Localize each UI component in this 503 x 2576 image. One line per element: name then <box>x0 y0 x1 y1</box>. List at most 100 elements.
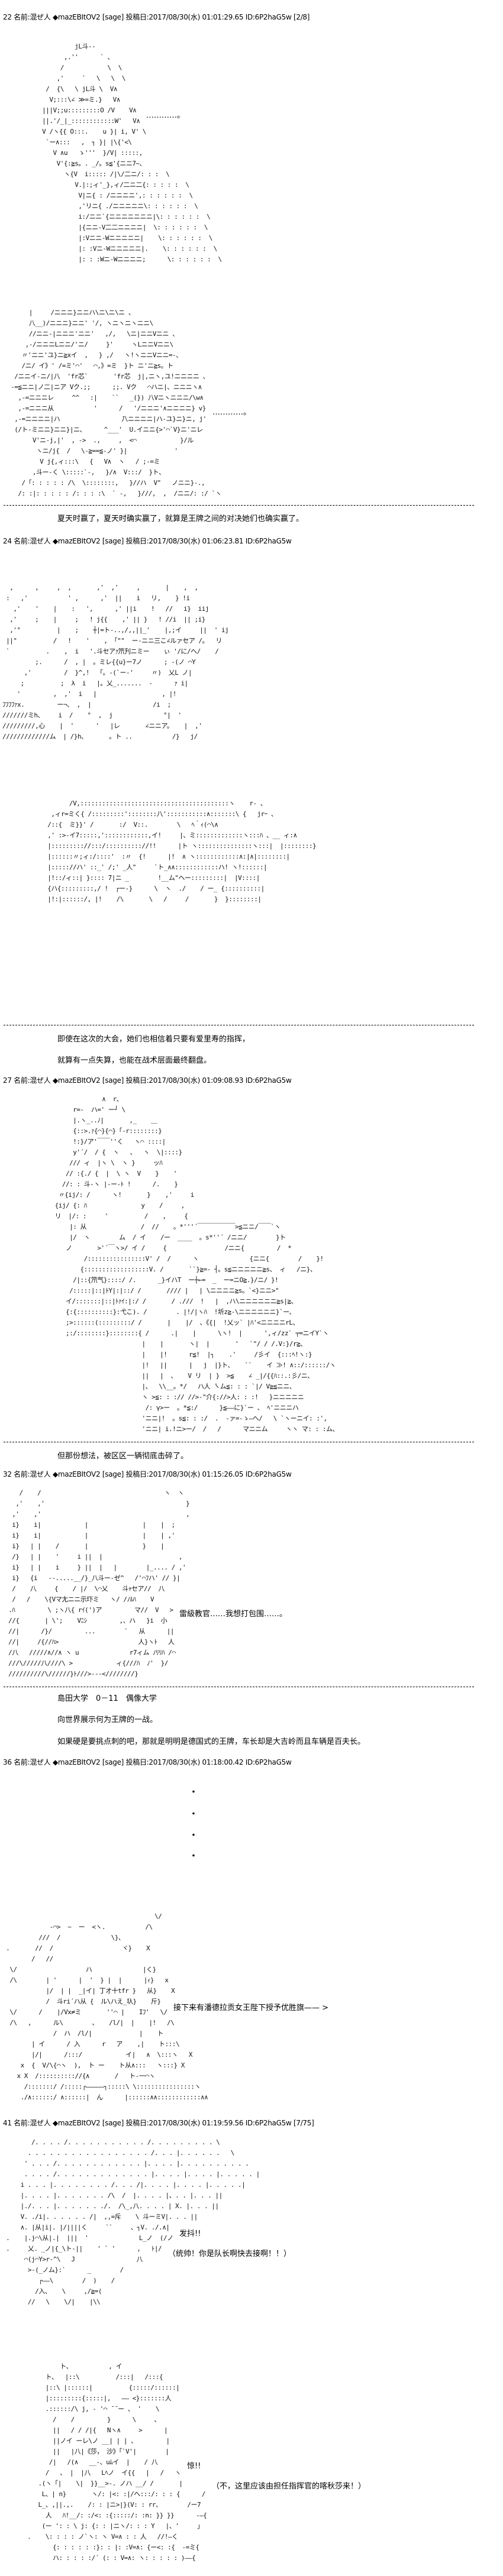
ascii-art-line: ,' ; | ; ! j{{ ,' || } ! //i || ;i} <box>2 616 205 623</box>
ascii-art-line: /八 /////∧//∧ ヽ u r7ィム ﾉﾘﾘﾊ /⌒ <box>5 1649 176 1656</box>
post-header-24: 24 名前:混ぜ人 ◆mazEBItOV2 [sage] 投稿日:2017/08… <box>3 537 292 545</box>
ascii-art-line: |/| /:::/ イ| ∧ \:::ヽ X <box>2 2051 193 2059</box>
ascii-art-line: |!::/ィ::| }:::: ̄7|ニ _ !__ム"ヘー:::::::::|… <box>40 874 260 882</box>
ascii-art-line: // :{./ { | \ ヽ V } ' <box>37 1170 178 1177</box>
dialog-line: 就算有一点失算，也能在战术层面最终翻盘。 <box>57 1056 212 1065</box>
ascii-art-line: , , , , ,' ,' , | , , <box>2 584 198 591</box>
ascii-art: ∧ r、 r=- ハ=' ー┘ \ |.ヽ_..ﾉ| ,_ ＿ {::>.ｧ{⌒… <box>37 1094 339 1435</box>
ascii-art-line: V'ニ-j,|' , -> ., , <⌒ }/ル <box>7 436 194 444</box>
ellipsis-dot: ・ <box>189 1810 198 1819</box>
ascii-art-line: |:::::::::{:::::|, ―― <}:::::::人 <box>24 2394 172 2402</box>
ascii-art-line: |. . . . |. . . . . . . /\ / |. . . . |、… <box>2 2192 223 2199</box>
ascii-art-line: {::>.ｧ{⌒}{⌒}「‐r::::::::} <box>37 1127 162 1135</box>
ascii-art-line: /::::::::::::::::V' / / ヽ {ニニ{ / }! <box>37 1255 324 1263</box>
ascii-art-line: | /ニニニ}ニニハ\ニ\ニ\ニ 、 <box>7 309 135 316</box>
ascii-art-line: r=- ハ=' ー┘ \ <box>37 1106 125 1114</box>
ascii-art-line: i} | | / | } | <box>5 1542 165 1550</box>
post-header-27: 27 名前:混ぜ人 ◆mazEBItOV2 [sage] 投稿日:2017/08… <box>3 1076 292 1085</box>
ascii-art-line: / / } \ 、 <box>24 2416 160 2423</box>
ascii-art: jL斗-- ,.'' ` 、 / \ \ ,' ` \ \ \ / {\ \ j… <box>38 41 222 265</box>
ascii-art-line: /// ィ |ヽ \ ヽ } ッﾊ <box>37 1159 163 1167</box>
ascii-art-line: ,.'' ` 、 <box>38 53 114 61</box>
ascii-art-line: /ニ/ イ》' /=ミ'⌒' ⌒,》=ミ }ト ニ'ニ≧s。ト <box>7 362 173 370</box>
ascii-art-line: |: : :Wニ-Wニニニニ; \: : : : : : \ <box>38 255 222 263</box>
ascii-art-line: //| /}/ ... ` 从 || <box>5 1627 175 1635</box>
ascii-art-line: |、 \\__。*/ ハ人 ̄ヽム≦: : : `|/ V≧≦ニニ、 <box>37 1383 296 1390</box>
ascii-art-line: |{ニニ-V二二ニニニニ| \: : : : : : \ <box>38 224 208 231</box>
post-header-22: 22 名前:混ぜ人 ◆mazEBItOV2 [sage] 投稿日:2017/08… <box>3 13 310 21</box>
ascii-art-line: ┌――\ / ) / <box>2 2277 115 2284</box>
ascii-art-line: ,' ,' , <box>5 1510 190 1518</box>
ellipsis-dot: ・ <box>189 1831 198 1840</box>
ascii-art-line: |::\ |::::::| {:::::/::::::| <box>24 2384 180 2391</box>
ascii-art-line: y'´/ / { ヽ 、 ヽ \|::::} <box>37 1148 182 1156</box>
ascii-art-line: 'ニニ| i.!ニ>ー/ / / マニニム ヽヽ マ: : :ム、 <box>37 1425 339 1433</box>
ascii-art-line: {ij/ {: ﾊ y / , <box>37 1202 185 1209</box>
ascii-art-line: x X /:::::::::://{∧ / ト-一⌒ヽ <box>2 2072 156 2080</box>
ascii-art-line: .(ヽ「| \| }}__>-. ノハ __/ / | <box>24 2480 183 2487</box>
ascii-art-line: ||° / ! ' , 「"" ー-ニニ三こ∠ルァセア /。 リ <box>2 637 222 645</box>
ascii-art-line: /| /(∧ __-、uﾑイ | / 八 <box>24 2458 158 2466</box>
ascii-art-line: -⌒> ~ ー <ヽ. /\ <box>2 1923 153 1931</box>
ascii-art: ト、 , イ ト、 |::\ /:::| /:::{ |::\ |::::::|… <box>24 2361 207 2564</box>
ascii-art: \/ -⌒> ~ ー <ヽ. /\ /// / \}、 . // / ヾ} X … <box>2 1911 208 2103</box>
ascii-art-line: . \: : : : ノ`ヽ: ヽ V=∧ : : 人 //!―く <box>24 2533 178 2541</box>
ascii-art-line: ;>::::::(:::::::::/ / | |/ 、《{| !乂ッ` |ﾊ'… <box>37 1319 299 1326</box>
ascii-art-line: ;. / , | 。ミレ{{u}ー7ノ ; -(ノ ⌒Y <box>2 658 196 666</box>
ascii-art-line: V'{:≧s。. _/。s≦'{ニニ7~、 <box>38 160 146 167</box>
ascii-art-line: /「: : : : : /\ \::::::::, }//ハ V" ノニニ}-.… <box>7 479 205 487</box>
ascii-art-line: /|::{笊气}::::/ /. _}イハT ー┼←= _ ー=ニO≧.}/ニ/… <box>37 1276 279 1284</box>
ascii-art-line: ∧ r、 <box>37 1095 123 1103</box>
ascii-art-line: |::::://ハ' ::_' /;' _人" `ト_∧∧:::::::::::… <box>40 863 267 871</box>
ascii-art-line: ' , ,' i | , |! <box>2 690 176 698</box>
ascii-art-line: V;:::\∠ ≫=ミ.} V∧ <box>38 96 120 103</box>
dialog-line: 向世界展示何为王牌的一战。 <box>57 1716 158 1724</box>
ascii-art-line: |!:|::::::/, |! /\ \ / / } }::::::::| <box>40 895 262 903</box>
ascii-art-line: x { V/\{⌒ヽ ), ト ー ト从∧::: ヽ:::} X <box>2 2062 185 2069</box>
ascii-art-line: / / ヽ ヽ <box>5 1489 184 1497</box>
ascii-art-line: |::::::::://:::/:::::::::://!! |ト ヽ:::::… <box>40 842 317 850</box>
ascii-art-line: .ﾊ \ ;ヽ八{ rｲ(')ア マ// V > <box>5 1606 173 1614</box>
ascii-art-line: ヽニ/j{ / \-≧==≦-ノ' }| ' <box>7 447 178 455</box>
ascii-art-line: |.ヽ_..ﾉ| ,_ ＿ <box>37 1117 157 1124</box>
ascii-art-line: / / \{Vマ尢ニニ示圷ミ ヽ/ /ﾉﾙﾊ V <box>5 1596 154 1603</box>
ascii-art-line: /// / \}、 <box>2 1934 125 1941</box>
aside-text: （不，这里应该由担任指挥官的喀秋莎来！） <box>212 2482 366 2491</box>
ascii-art-line: /::{ ミ}}' / :/ V::. \ ﾍ｀ｨ(⌒\∧ <box>40 821 218 829</box>
ascii-art: /V,:::::::::::::::::::::::::::::::::::::… <box>40 798 316 905</box>
ascii-art-line: / 、 | |八 Lﾍノ イ{{ | / ヽ <box>24 2469 181 2477</box>
ascii-art-line: ,-=ニニニニ|ハ ̄八ニニニニ|ハ-ユ}ニ}ニ, j' <box>7 415 207 423</box>
ascii-art-line: i} | | i } || | | |_.... / ,' <box>5 1564 186 1571</box>
ascii-art-line: //////////\//////}ﾄ///>---<////////} <box>5 1670 138 1678</box>
ascii-art-line: | イ / 入 r ア ,| ト:::\ <box>2 2040 180 2048</box>
ascii-art-line: . . . . . . . . . . . . . . . . . /. . .… <box>2 2149 234 2157</box>
ascii-art-line: 八__)/ニニニ}ニニ' '/, ヽニヽニヽニニ\ <box>7 319 153 327</box>
ascii-art-line: . . . . /. . . . . . . . . . . . . |. . … <box>2 2170 260 2178</box>
ascii-art-line: || / / /|{ Nヽ∧ > | <box>24 2426 168 2434</box>
ascii-art-line: L、| n} ヽ/: |<: :|/へ:::/: : : { / <box>24 2490 206 2498</box>
ascii-art-line: .::::::/\ j, - '⌒ ̄ ̄ ー 、 ' \ <box>24 2405 160 2413</box>
ascii-art-line: i} {i --.....__/}_八斗ー-ゼ^ /'⌒ﾌハ' // }| <box>5 1574 180 1582</box>
ascii-art-line: / {\ \ jL斗 \ V∧ <box>38 85 117 93</box>
ascii-art-line: L_、,||.,. /: : |ニ>|}(V: : rr、 /ー7 <box>24 2501 201 2509</box>
post-header-41: 41 名前:混ぜ人 ◆mazEBItOV2 [sage] 投稿日:2017/08… <box>3 2119 314 2127</box>
ascii-art-line: ハ: : : : :/´ (: : V=∧: ヽ: : : : : )――{ <box>24 2554 196 2562</box>
ascii-art-line: ∧. |从|i|. |/||||く `` 、┐V. ./.∧| <box>2 2224 170 2231</box>
ascii-art-line: | |! r≦! |┐ .' /彡イ {:::ﾍ!ヽ:} <box>37 1351 312 1358</box>
ascii-art-line: i:/ニニ`{ニニニニニニニ|\: : : : : : \ <box>38 213 211 221</box>
ascii-art-line: \/ ハ |く} <box>2 1966 156 1973</box>
ascii-art-line: || | 、 V リ | } >≦ ∠ _|/{{ﾊ::.:彡/ニ、 <box>37 1372 314 1380</box>
post-header-36: 36 名前:混ぜ人 ◆mazEBItOV2 [sage] 投稿日:2017/08… <box>3 1758 292 1766</box>
ascii-art-line: ' . . . /. . . . . . . . . . . . |. . . … <box>2 2160 249 2167</box>
ascii-art-line: イ/:::::::|::|ﾄｧｲ:|:/ / / ./// ! | ,ハ\ニニニ… <box>37 1297 298 1305</box>
ascii-art-line: ,' ,' } <box>5 1500 190 1507</box>
ascii-art-line: {: : : : : :}: : |: :V=∧: {ー<: :{ -=ミ{ <box>24 2543 199 2551</box>
ascii-art-line: . // / ヾ} X <box>2 1944 150 1952</box>
ascii-art-line: (ー ': : \ j: {: : |ニヽ/: : : Y |、' 」 <box>24 2522 204 2530</box>
ascii-art-line: ノ >'´￣ヽ>/ イ / { /ニニ{ / * <box>37 1244 292 1252</box>
ascii-art-line: ,-=ニニニレ ^^ :| `` _(}) 八Vニヽニニニ/\w∧ <box>7 394 204 402</box>
ascii-art-line: |::::::〃;ィ:/::::' :〃 {! |! ∧ ヽ::::::::::… <box>40 853 290 860</box>
ascii-art-line: ,斗ー-く \:::::`-, }/∧ V:::/ }ト、 <box>7 468 165 476</box>
ascii-art-line: |./. . . |. . . . . . ./. /\_,八. . . . |… <box>2 2202 219 2210</box>
ascii-art-line: リ |/: : ' / , { <box>37 1212 188 1220</box>
